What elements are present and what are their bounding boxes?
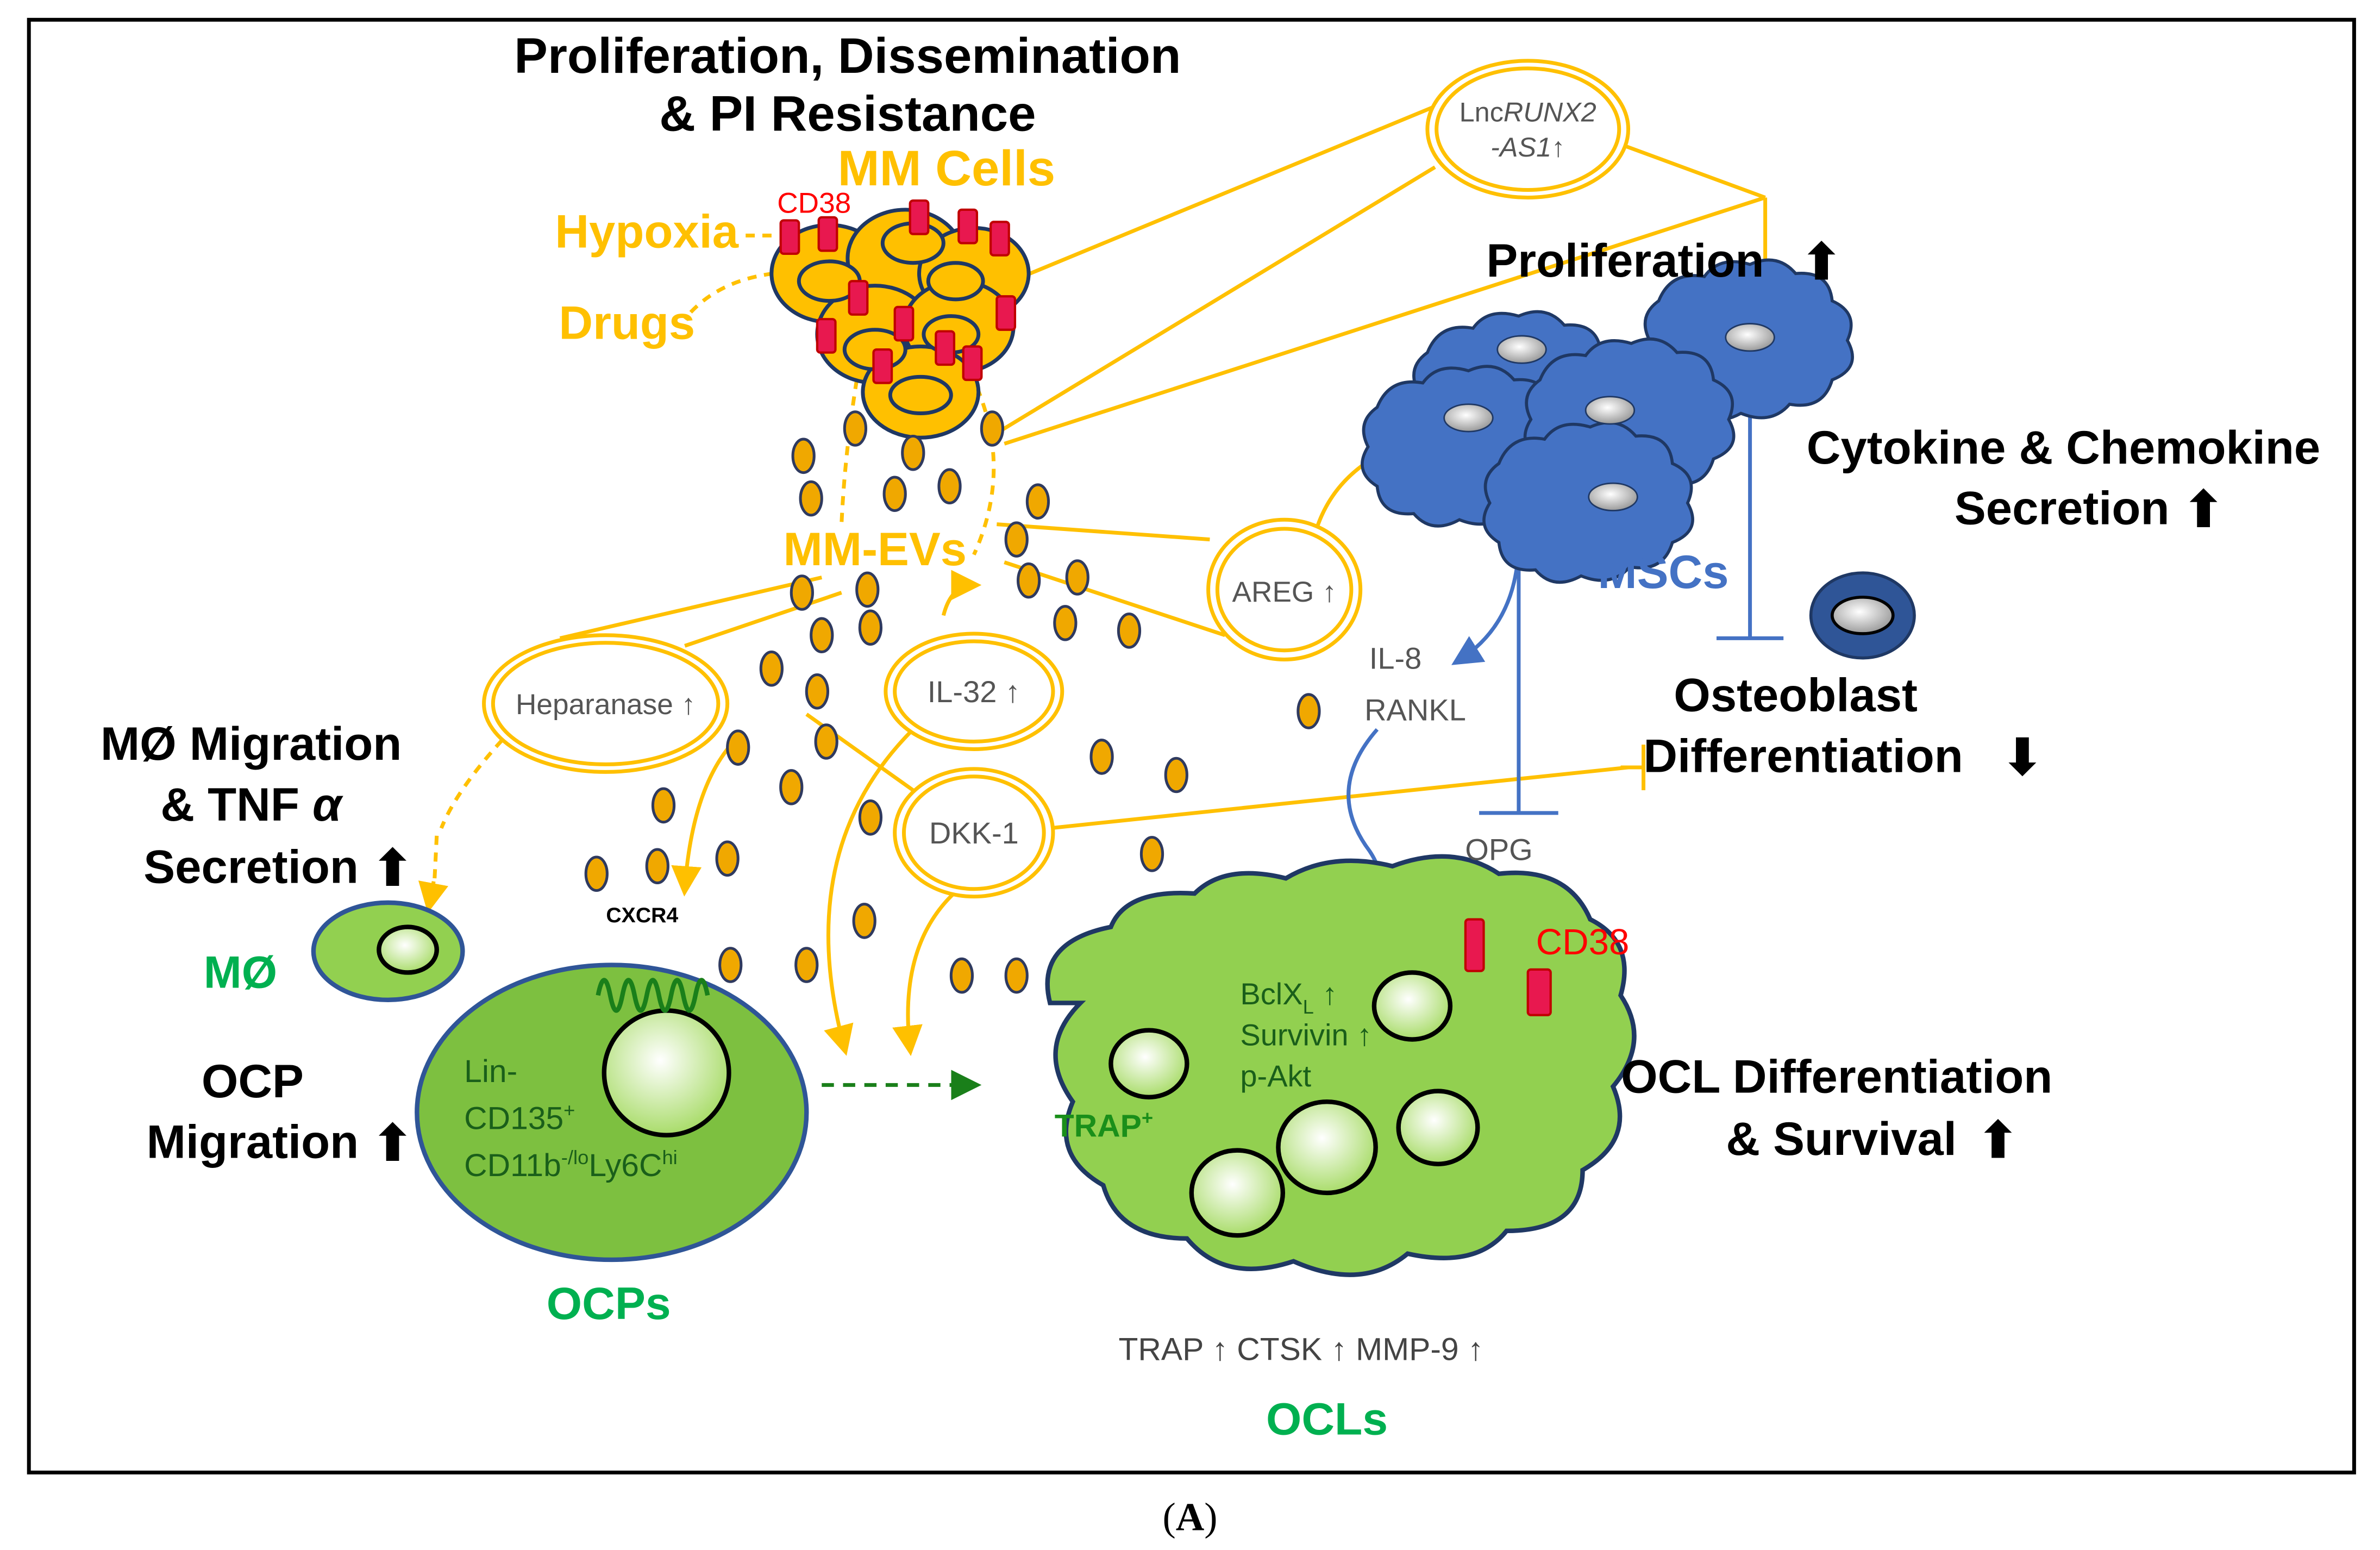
ocl-diff-line2: & Survival xyxy=(1726,1112,1957,1165)
mm-title-line1: Proliferation, Dissemination xyxy=(514,27,1181,84)
lnc-runx2-label-2: -AS1↑ xyxy=(1490,132,1565,162)
macrophage-cell xyxy=(311,900,465,1003)
mm-ev-vesicles xyxy=(584,410,1321,1029)
areg-label: AREG ↑ xyxy=(1232,576,1337,608)
opg-label: OPG xyxy=(1465,833,1532,867)
drugs-label: Drugs xyxy=(559,297,695,349)
cytokine-up-arrow: ⬆ xyxy=(2182,481,2225,539)
trap-plus-label: TRAP+ xyxy=(1055,1107,1153,1143)
pakt-label: p-Akt xyxy=(1240,1059,1311,1093)
osteoblast-line1: Osteoblast xyxy=(1674,669,1918,722)
mm-evs-label: MM-EVs xyxy=(783,523,967,576)
ocl-markers-label: TRAP ↑ CTSK ↑ MMP-9 ↑ xyxy=(1118,1332,1483,1367)
mm-cd38-label: CD38 xyxy=(777,187,851,219)
msc-cells xyxy=(1361,258,1854,584)
survivin-label: Survivin ↑ xyxy=(1240,1018,1372,1052)
panel-label: (A) xyxy=(1162,1495,1217,1539)
osteoblast-line2: Differentiation xyxy=(1643,729,1963,782)
ocps-label: OCPs xyxy=(547,1278,671,1329)
ocl-cell xyxy=(1045,854,1637,1277)
ocp-migration-line1: OCP xyxy=(202,1055,304,1108)
ocp-migration-line2: Migration xyxy=(147,1116,359,1168)
rankl-label: RANKL xyxy=(1364,692,1466,727)
macrophage-title-line2: & TNF α xyxy=(160,778,343,831)
macrophage-up-arrow: ⬆ xyxy=(371,840,415,897)
ocls-label: OCLs xyxy=(1266,1393,1388,1445)
ocp-cd11b-label: CD11b-/loLy6Chi xyxy=(464,1146,678,1183)
macrophage-title-line1: MØ Migration xyxy=(101,717,402,770)
lnc-runx2-label: LncRUNX2 xyxy=(1460,97,1596,128)
ocp-lin-label: Lin- xyxy=(464,1054,517,1089)
cxcr4-receptor xyxy=(596,978,710,1013)
il8-label: IL-8 xyxy=(1369,641,1421,675)
mscs-label: MSCs xyxy=(1598,546,1728,598)
ocl-diff-line1: OCL Differentiation xyxy=(1621,1050,2052,1103)
hypoxia-label: Hypoxia xyxy=(555,205,738,258)
macrophage-title-line3: Secretion xyxy=(143,841,359,893)
mm-cells-label: MM Cells xyxy=(838,140,1055,196)
cd38-receptors xyxy=(779,199,1017,384)
msc-nuclei xyxy=(1443,323,1775,511)
heparanase-label: Heparanase ↑ xyxy=(516,689,696,721)
osteoblast-cell xyxy=(1809,571,1916,660)
ocp-cd135-label: CD135+ xyxy=(464,1099,575,1136)
ocp-cell xyxy=(415,962,809,1262)
msc-proliferation-up-arrow: ⬆ xyxy=(1800,234,1843,291)
mm-title-line2: & PI Resistance xyxy=(659,85,1036,142)
cytokine-line2: Secretion xyxy=(1955,482,2170,535)
ocl-cd38-label: CD38 xyxy=(1536,922,1630,962)
msc-proliferation-label: Proliferation xyxy=(1486,234,1764,287)
ocl-diff-up-arrow: ⬆ xyxy=(1976,1112,2020,1170)
bclxl-label: BclXL ↑ xyxy=(1240,977,1337,1018)
ocl-cd38-receptor-2 xyxy=(1526,968,1552,1016)
gold-arrows xyxy=(418,570,982,1057)
macrophage-label: MØ xyxy=(204,947,277,998)
dkk1-label: DKK-1 xyxy=(929,816,1019,850)
ocp-migration-up-arrow: ⬆ xyxy=(371,1115,415,1172)
cxcr4-label: CXCR4 xyxy=(606,904,678,927)
cytokine-line1: Cytokine & Chemokine xyxy=(1807,421,2320,474)
il32-label: IL-32 ↑ xyxy=(928,674,1020,709)
osteoblast-down-arrow: ⬇ xyxy=(2001,729,2044,786)
factor-ovals xyxy=(482,59,1631,899)
ocl-cd38-receptor-1 xyxy=(1464,918,1485,972)
